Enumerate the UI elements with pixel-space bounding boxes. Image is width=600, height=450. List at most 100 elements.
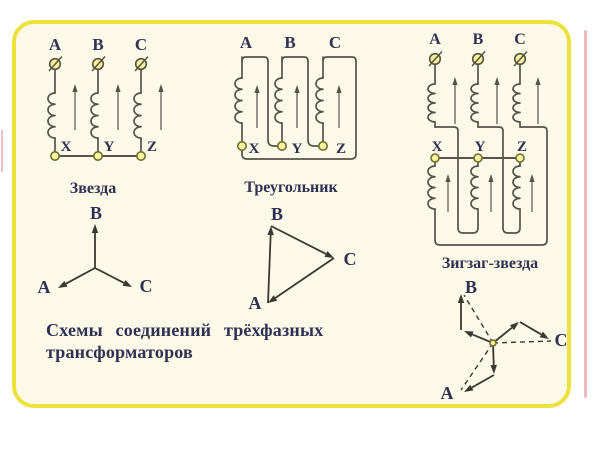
terminal-slash-icon (428, 50, 443, 67)
zigzag-winding-diagram: A B C X Y Z Зигзаг-звезда (427, 31, 548, 272)
dashed-resultant (460, 342, 494, 391)
coil-icon (470, 83, 479, 123)
vector-arrow (471, 374, 495, 389)
dashed-resultant (463, 294, 494, 344)
flux-arrow-icon-head (336, 85, 342, 93)
node-dot (136, 151, 147, 162)
coil-icon (133, 92, 142, 139)
coil-icon (512, 83, 521, 123)
coil-icon (234, 77, 243, 124)
coil-icon (512, 165, 521, 210)
flux-arrow-icon-head (72, 84, 78, 92)
diagram-title-delta: Треугольник (244, 179, 338, 196)
phase-label: C (135, 35, 147, 54)
winding-end-label: Y (475, 139, 486, 155)
flux-arrow-icon-head (529, 174, 535, 182)
vector-arrow-head (509, 322, 519, 331)
phase-label: A (240, 33, 253, 52)
terminal-slash-icon (48, 55, 63, 72)
vector-arrow (274, 257, 335, 299)
winding-end-label: Z (147, 139, 157, 155)
winding-end-label: X (432, 139, 443, 155)
node-dot (489, 339, 497, 347)
vector-label: B (465, 277, 477, 297)
vector-arrow (267, 234, 272, 304)
flux-arrow-icon-head (158, 84, 164, 92)
zigzag-vector-diagram: B C A (441, 277, 568, 403)
caption-line-2: трансформаторов (46, 342, 193, 362)
node-dot (317, 141, 328, 152)
vector-arrow-head (122, 279, 132, 287)
vector-label: A (441, 383, 454, 403)
vector-arrow-head (324, 251, 334, 258)
vector-arrow-head (490, 364, 497, 374)
winding-end-label: Z (517, 139, 527, 155)
vector-label: B (90, 203, 102, 223)
vector-arrow-head (464, 384, 474, 392)
terminal-slash-icon (134, 55, 149, 72)
vector-label: A (249, 293, 262, 313)
phase-label: C (329, 33, 341, 52)
vector-label: A (38, 277, 51, 297)
vector-label: C (140, 276, 153, 296)
winding-wire (241, 56, 357, 160)
node-dot (237, 141, 248, 152)
flux-arrow-icon-head (488, 174, 494, 182)
flux-arrow-icon-head (115, 84, 121, 92)
vector-arrow-head (457, 294, 465, 303)
flux-arrow-icon-head (294, 85, 300, 93)
phase-label: B (284, 33, 295, 52)
vector-arrow-head (268, 295, 278, 303)
terminal-slash-icon (513, 50, 528, 67)
phase-label: C (514, 31, 526, 48)
terminal-slash-icon (471, 50, 486, 67)
diagram-title-star: Звезда (70, 180, 116, 197)
winding-end-label: Y (292, 141, 303, 157)
flux-arrow-icon-head (254, 85, 260, 93)
winding-wire (241, 56, 283, 147)
coil-icon (315, 77, 324, 124)
coil-icon (470, 165, 479, 210)
delta-winding-diagram: A B C X Y Z Треугольник (234, 33, 357, 196)
coil-icon (427, 165, 436, 210)
winding-wire (477, 126, 521, 234)
vector-arrow (65, 267, 96, 285)
winding-wire (434, 126, 479, 234)
phase-label: B (473, 31, 484, 48)
flux-arrow-icon-head (452, 77, 458, 85)
dashed-resultant (492, 340, 552, 344)
vector-arrow-head (539, 331, 549, 339)
node-dot (473, 153, 483, 163)
vector-arrow-head (267, 226, 274, 236)
node-dot (49, 151, 60, 162)
caption-line-1: Схемы соединений трёхфазных (46, 320, 324, 340)
node-dot (430, 153, 440, 163)
vector-arrow-head (464, 331, 474, 338)
vector-arrow (94, 267, 125, 284)
delta-vector-diagram: BCA (249, 204, 357, 313)
winding-wire (434, 126, 548, 246)
node-dot (276, 141, 287, 152)
winding-end-label: X (249, 141, 260, 157)
star-vector-diagram: B A C (38, 203, 153, 297)
vector-label: C (555, 330, 568, 350)
terminal-slash-icon (91, 55, 106, 72)
coil-icon (427, 83, 436, 123)
coil-icon (274, 77, 283, 124)
scan-artifact-left (1, 130, 3, 172)
winding-end-label: Y (104, 139, 115, 155)
winding-wire (281, 56, 324, 147)
vector-arrow (492, 326, 513, 344)
node-dot (93, 151, 104, 162)
diagram-title-zigzag: Зигзаг-звезда (442, 255, 538, 272)
flux-arrow-icon-head (494, 77, 500, 85)
vector-arrow-head (58, 280, 68, 288)
winding-end-label: Z (336, 141, 346, 157)
vector-arrow-head (91, 224, 99, 233)
phase-label: A (429, 31, 441, 48)
coil-icon (90, 92, 99, 139)
vector-label: C (344, 249, 357, 269)
coil-icon (47, 92, 56, 139)
